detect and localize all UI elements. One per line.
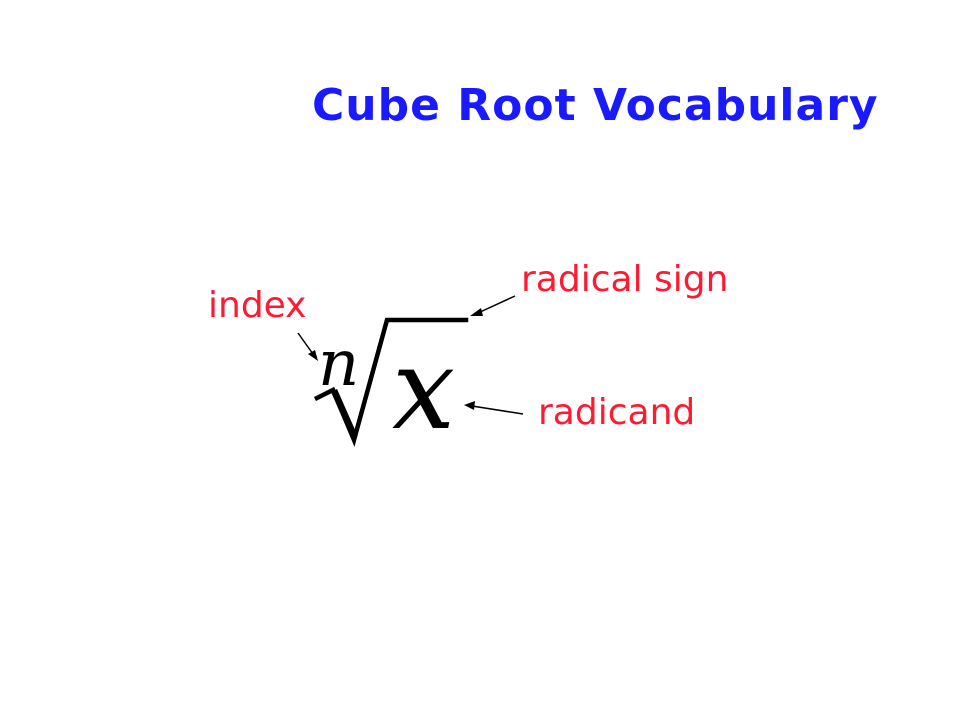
arrow-radical-sign xyxy=(470,295,516,316)
arrow-index xyxy=(297,332,318,361)
radicand-symbol: x xyxy=(392,325,455,455)
label-radicand: radicand xyxy=(538,392,696,433)
index-symbol: n xyxy=(318,327,359,401)
label-radical-sign: radical sign xyxy=(521,259,729,300)
radical-sign-symbol xyxy=(313,317,469,447)
slide-title: Cube Root Vocabulary xyxy=(312,80,879,131)
radical-sign-thick-stroke xyxy=(331,389,356,442)
arrow-radicand xyxy=(464,401,524,415)
label-index: index xyxy=(208,285,307,326)
